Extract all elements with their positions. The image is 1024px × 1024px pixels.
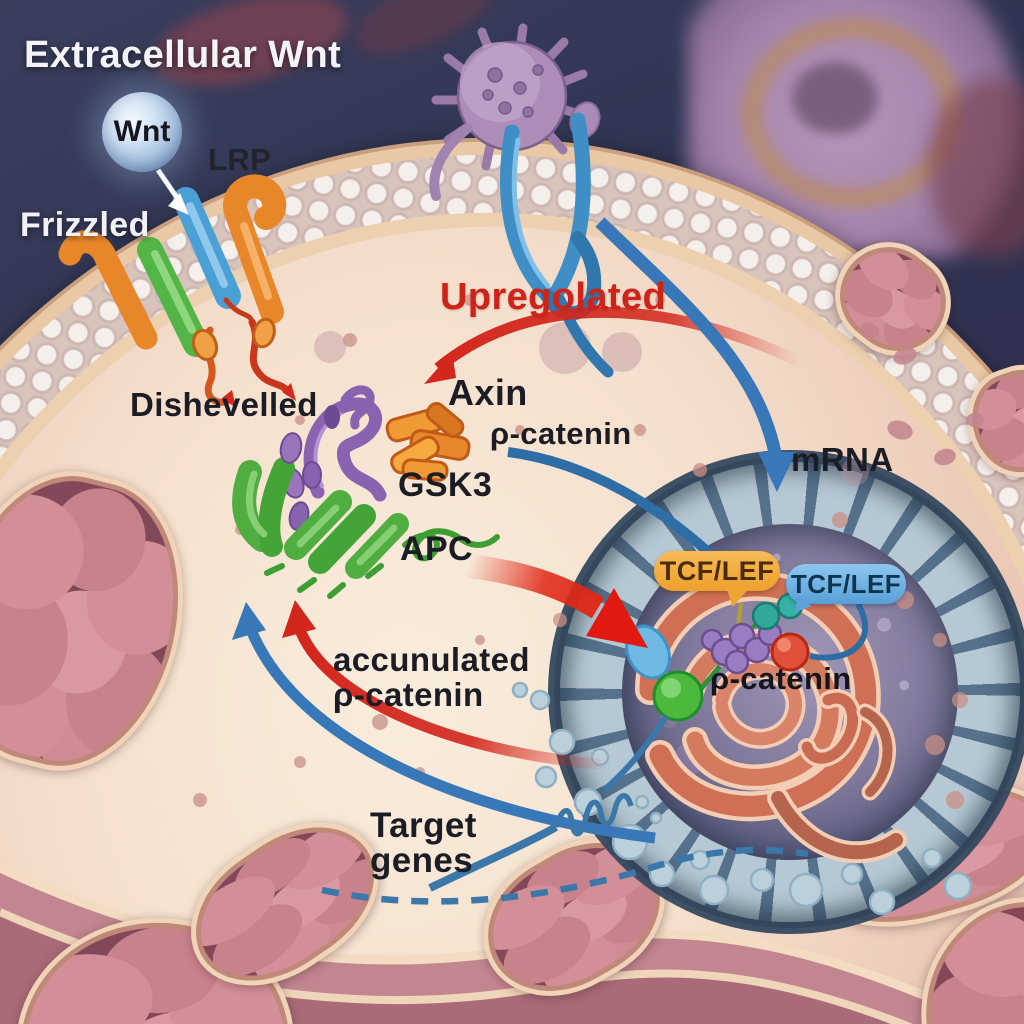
tcf-lef-badge-orange: TCF/LEF bbox=[654, 551, 780, 591]
extracellular-blob bbox=[928, 78, 1024, 258]
label-upregulated: Upregolated bbox=[440, 276, 667, 318]
label-beta-catenin-cytoplasm: ρ-catenin bbox=[490, 416, 632, 451]
gsk3-protein bbox=[385, 402, 471, 482]
wnt-label: Wnt bbox=[113, 115, 171, 148]
frizzled-lrp-receptors bbox=[58, 174, 296, 408]
label-target-genes: Target genes bbox=[370, 806, 477, 880]
wnt-particle bbox=[429, 23, 614, 378]
tcf-lef-orange-label: TCF/LEF bbox=[659, 555, 775, 586]
target-genes-dashed-line bbox=[321, 846, 809, 905]
label-axin: Axin bbox=[448, 372, 528, 413]
label-dishevelled: Dishevelled bbox=[130, 386, 318, 423]
mrna-coil bbox=[553, 793, 634, 837]
title-extracellular-wnt: Extracellular Wnt bbox=[24, 34, 342, 76]
neighbor-cell-core bbox=[792, 62, 878, 134]
label-beta-catenin-nucleus: ρ-catenin bbox=[710, 661, 852, 696]
wnt-binding-arrow bbox=[155, 168, 189, 215]
nuclear-entry-arrow bbox=[466, 554, 648, 648]
label-gsk3: GSK3 bbox=[398, 466, 493, 504]
label-apc: APC bbox=[400, 530, 473, 568]
tcf-lef-blue-label: TCF/LEF bbox=[790, 568, 902, 599]
mrna-arrow bbox=[595, 217, 796, 492]
label-frizzled: Frizzled bbox=[20, 206, 150, 244]
apc-protein bbox=[232, 432, 500, 599]
tcf-lef-connector bbox=[809, 602, 869, 661]
accumulation-arrow-red bbox=[282, 600, 611, 771]
label-lrp: LRP bbox=[208, 142, 272, 177]
accumulation-arrow-blue bbox=[232, 602, 656, 844]
wnt-ligand-sphere: Wnt bbox=[102, 92, 182, 172]
tcf-lef-badge-blue: TCF/LEF bbox=[786, 564, 906, 604]
target-genes-line bbox=[321, 714, 809, 905]
label-mrna: mRNA bbox=[791, 441, 894, 478]
label-accumulated-beta-catenin: accunulated ρ-catenin bbox=[333, 641, 530, 713]
upregulated-arrow bbox=[424, 306, 803, 384]
